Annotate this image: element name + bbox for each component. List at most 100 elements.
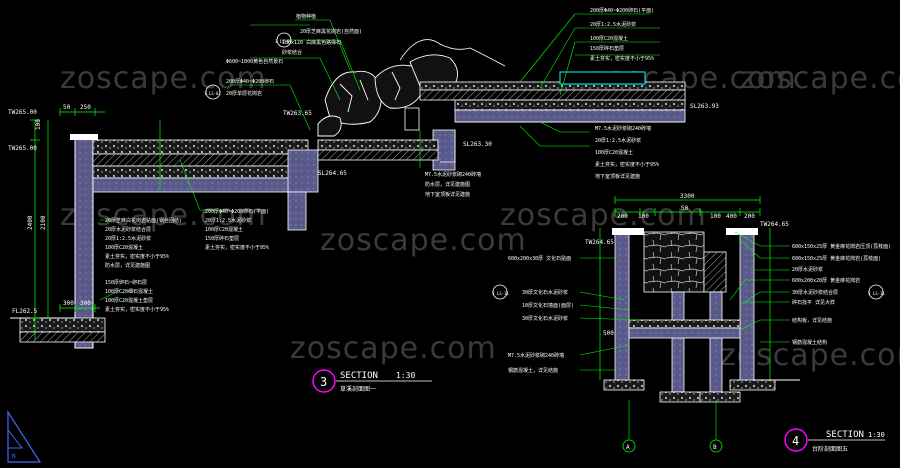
section-scale: 1:30 [396, 371, 415, 380]
dim-value: 2400 [27, 215, 34, 230]
north-arrow-label: N [12, 453, 16, 460]
dim-value: 2100 [40, 215, 47, 230]
step-tread [703, 251, 727, 293]
note-text: 地下室顶板详见建施 [595, 173, 640, 180]
level-mark: TW265.00 [8, 145, 37, 152]
section-4-title-block: 4 SECTION 1:30 台阶剖面图五 [784, 428, 885, 453]
column-stub [287, 191, 307, 231]
note-text: 素土夯实，密实度不小于95% [105, 253, 169, 260]
axis-marker-a: A [622, 400, 636, 453]
section-3-drawing: 50 250 300 300 100 2400 2100 TW265.00 TW… [8, 7, 719, 393]
note-text: 30厚水泥砂浆结合层 [792, 289, 838, 296]
note-text: 200厚Φ40~Φ200卵石(平面) [205, 208, 269, 215]
footing-left [19, 317, 106, 333]
note-text: 20厚1:2.5水泥砂浆 [590, 21, 636, 28]
stream-bed-concrete [317, 149, 439, 161]
note-text: 150厚碎石垫层 [590, 45, 624, 52]
platform-slab [454, 109, 686, 123]
stone-feature-wall [643, 231, 705, 293]
coping-left [612, 228, 644, 235]
note-text: 素土夯实，密实度不小于95% [590, 55, 654, 62]
section-title: SECTION [826, 430, 864, 440]
platform-gravel [454, 99, 686, 111]
slab-concrete-layer [92, 153, 309, 167]
level-marks-section3: TW265.00 TW265.00 TW263.65 SL264.65 SL26… [8, 103, 719, 315]
slab-underside [440, 121, 685, 163]
dim-value: 50 [63, 104, 71, 111]
note-text: 20厚单层花岗岩 [226, 90, 262, 97]
level-mark: TW265.00 [8, 109, 37, 116]
detail-ref-c[interactable]: 5 LS-11 [492, 284, 509, 300]
wall-right-outer [739, 233, 755, 385]
note-text: 结构板，详见结施 [792, 317, 832, 324]
footing-4 [729, 379, 776, 391]
dim-value: 250 [80, 104, 91, 111]
section-number: 3 [320, 375, 327, 389]
platform-mid-layer [419, 89, 686, 101]
footing-1 [603, 379, 645, 391]
note-text: 防水层，详见建施图 [105, 262, 150, 269]
footing-3 [699, 391, 741, 403]
dim-value: 3300 [680, 193, 695, 200]
notes-mid-section3: 200厚Φ40~Φ200卵石(平面) 20厚1:2.5水泥砂浆 100厚C20混… [205, 208, 269, 251]
dimension-lines-section3 [30, 108, 161, 340]
detail-ref-text: 5 LS-11 [868, 291, 885, 296]
leader-lines-section3 [99, 13, 660, 301]
footing-base-left [19, 331, 106, 343]
note-text: 30厚文化石水泥砂浆 [522, 315, 568, 322]
inner-column-right [709, 291, 723, 393]
dim-value: 500 [603, 330, 614, 337]
level-mark: SL263.93 [690, 103, 719, 110]
note-text: 600x200x30厚 文化石贴面 [508, 255, 571, 262]
note-text: 钢筋混凝土，详见结施 [508, 367, 558, 374]
note-text: 150厚卵石~卵石层 [105, 279, 147, 286]
retaining-wall-left [74, 137, 94, 349]
notes-platform-section3: 200厚Φ40~Φ200卵石(平面) 20厚1:2.5水泥砂浆 100厚C20混… [590, 7, 654, 62]
dim-value: 100 [638, 213, 649, 220]
note-text: 植物种植 [296, 13, 316, 20]
note-text: 20厚水泥砂浆结合层 [105, 226, 151, 233]
note-text: 20厚1:2.5水泥砂浆 [595, 137, 641, 144]
notes-top-section3: 植物种植 20厚芝麻黑花岗岩(自然面) 180x120 白麻黑色路缘石 砂浆结合… [226, 13, 362, 97]
slab-structure [92, 177, 294, 193]
watermark: zoscape.com [290, 331, 497, 366]
note-text: 100厚C20混凝土 [590, 35, 628, 42]
note-text: 防水层，详见建施图 [425, 181, 470, 188]
planting-outline [399, 39, 506, 67]
note-text: 钢筋混凝土结构 [792, 339, 827, 346]
note-text: 20厚水泥砂浆 [792, 266, 823, 273]
note-text: 150厚碎石垫层 [205, 235, 239, 242]
floor-gravel [628, 319, 741, 329]
notes-right-section3: M7.5水泥砂浆砌240砖墙 20厚1:2.5水泥砂浆 100厚C20混凝土 素… [595, 125, 659, 180]
note-text: 素土夯实，密实度不小于95% [205, 244, 269, 251]
note-text: 10厚文化石墙面(面层) [522, 302, 574, 309]
section-number-circle [312, 369, 336, 393]
detail-ref-b[interactable]: 1 LS-01 [275, 32, 292, 48]
notes-right-section4: 600x150x25厚 黄金麻花岗岩压顶(荔枝面) 600x150x25厚 黄金… [792, 243, 891, 346]
dimension-lines-section4 [599, 196, 771, 380]
section-number-circle [784, 428, 808, 452]
floor-slab [628, 327, 741, 339]
inner-column-left [671, 291, 685, 393]
note-text: M7.5水泥砂浆砌240砖墙 [508, 352, 564, 359]
wall-cap [70, 134, 98, 140]
detail-ref-text: 5 LS-11 [492, 291, 509, 296]
dim-value: 300 [80, 300, 91, 307]
note-text: 100厚C20混凝土 [105, 244, 143, 251]
watermark: zoscape.com [60, 61, 267, 96]
section-subtitle: 草溪剖面图一 [340, 385, 376, 393]
watermark: zoscape.com [60, 198, 267, 233]
note-text: 600x200x20厚 黄金麻花岗岩 [792, 277, 860, 284]
note-text: 素土夯实，密实度不小于95% [105, 306, 169, 313]
detail-ref-a[interactable]: 1 LS-01 [204, 84, 221, 100]
note-text: 100厚C20混凝土 [205, 226, 243, 233]
note-text: 200厚Φ40~Φ200卵石(平面) [590, 7, 654, 14]
notes-lower-section3: M7.5水泥砂浆砌240砖墙 防水层，详见建施图 地下室顶板详见建施 [425, 171, 481, 198]
water-channel [404, 107, 420, 131]
section-scale: 1:30 [868, 431, 885, 439]
detail-ref-d[interactable]: 5 LS-11 [868, 284, 885, 300]
level-mark: TW264.65 [760, 221, 789, 228]
note-text: 200厚Φ40~Φ200卵石 [226, 78, 274, 85]
section-3-title-block: 3 SECTION 1:30 草溪剖面图一 [312, 369, 432, 393]
